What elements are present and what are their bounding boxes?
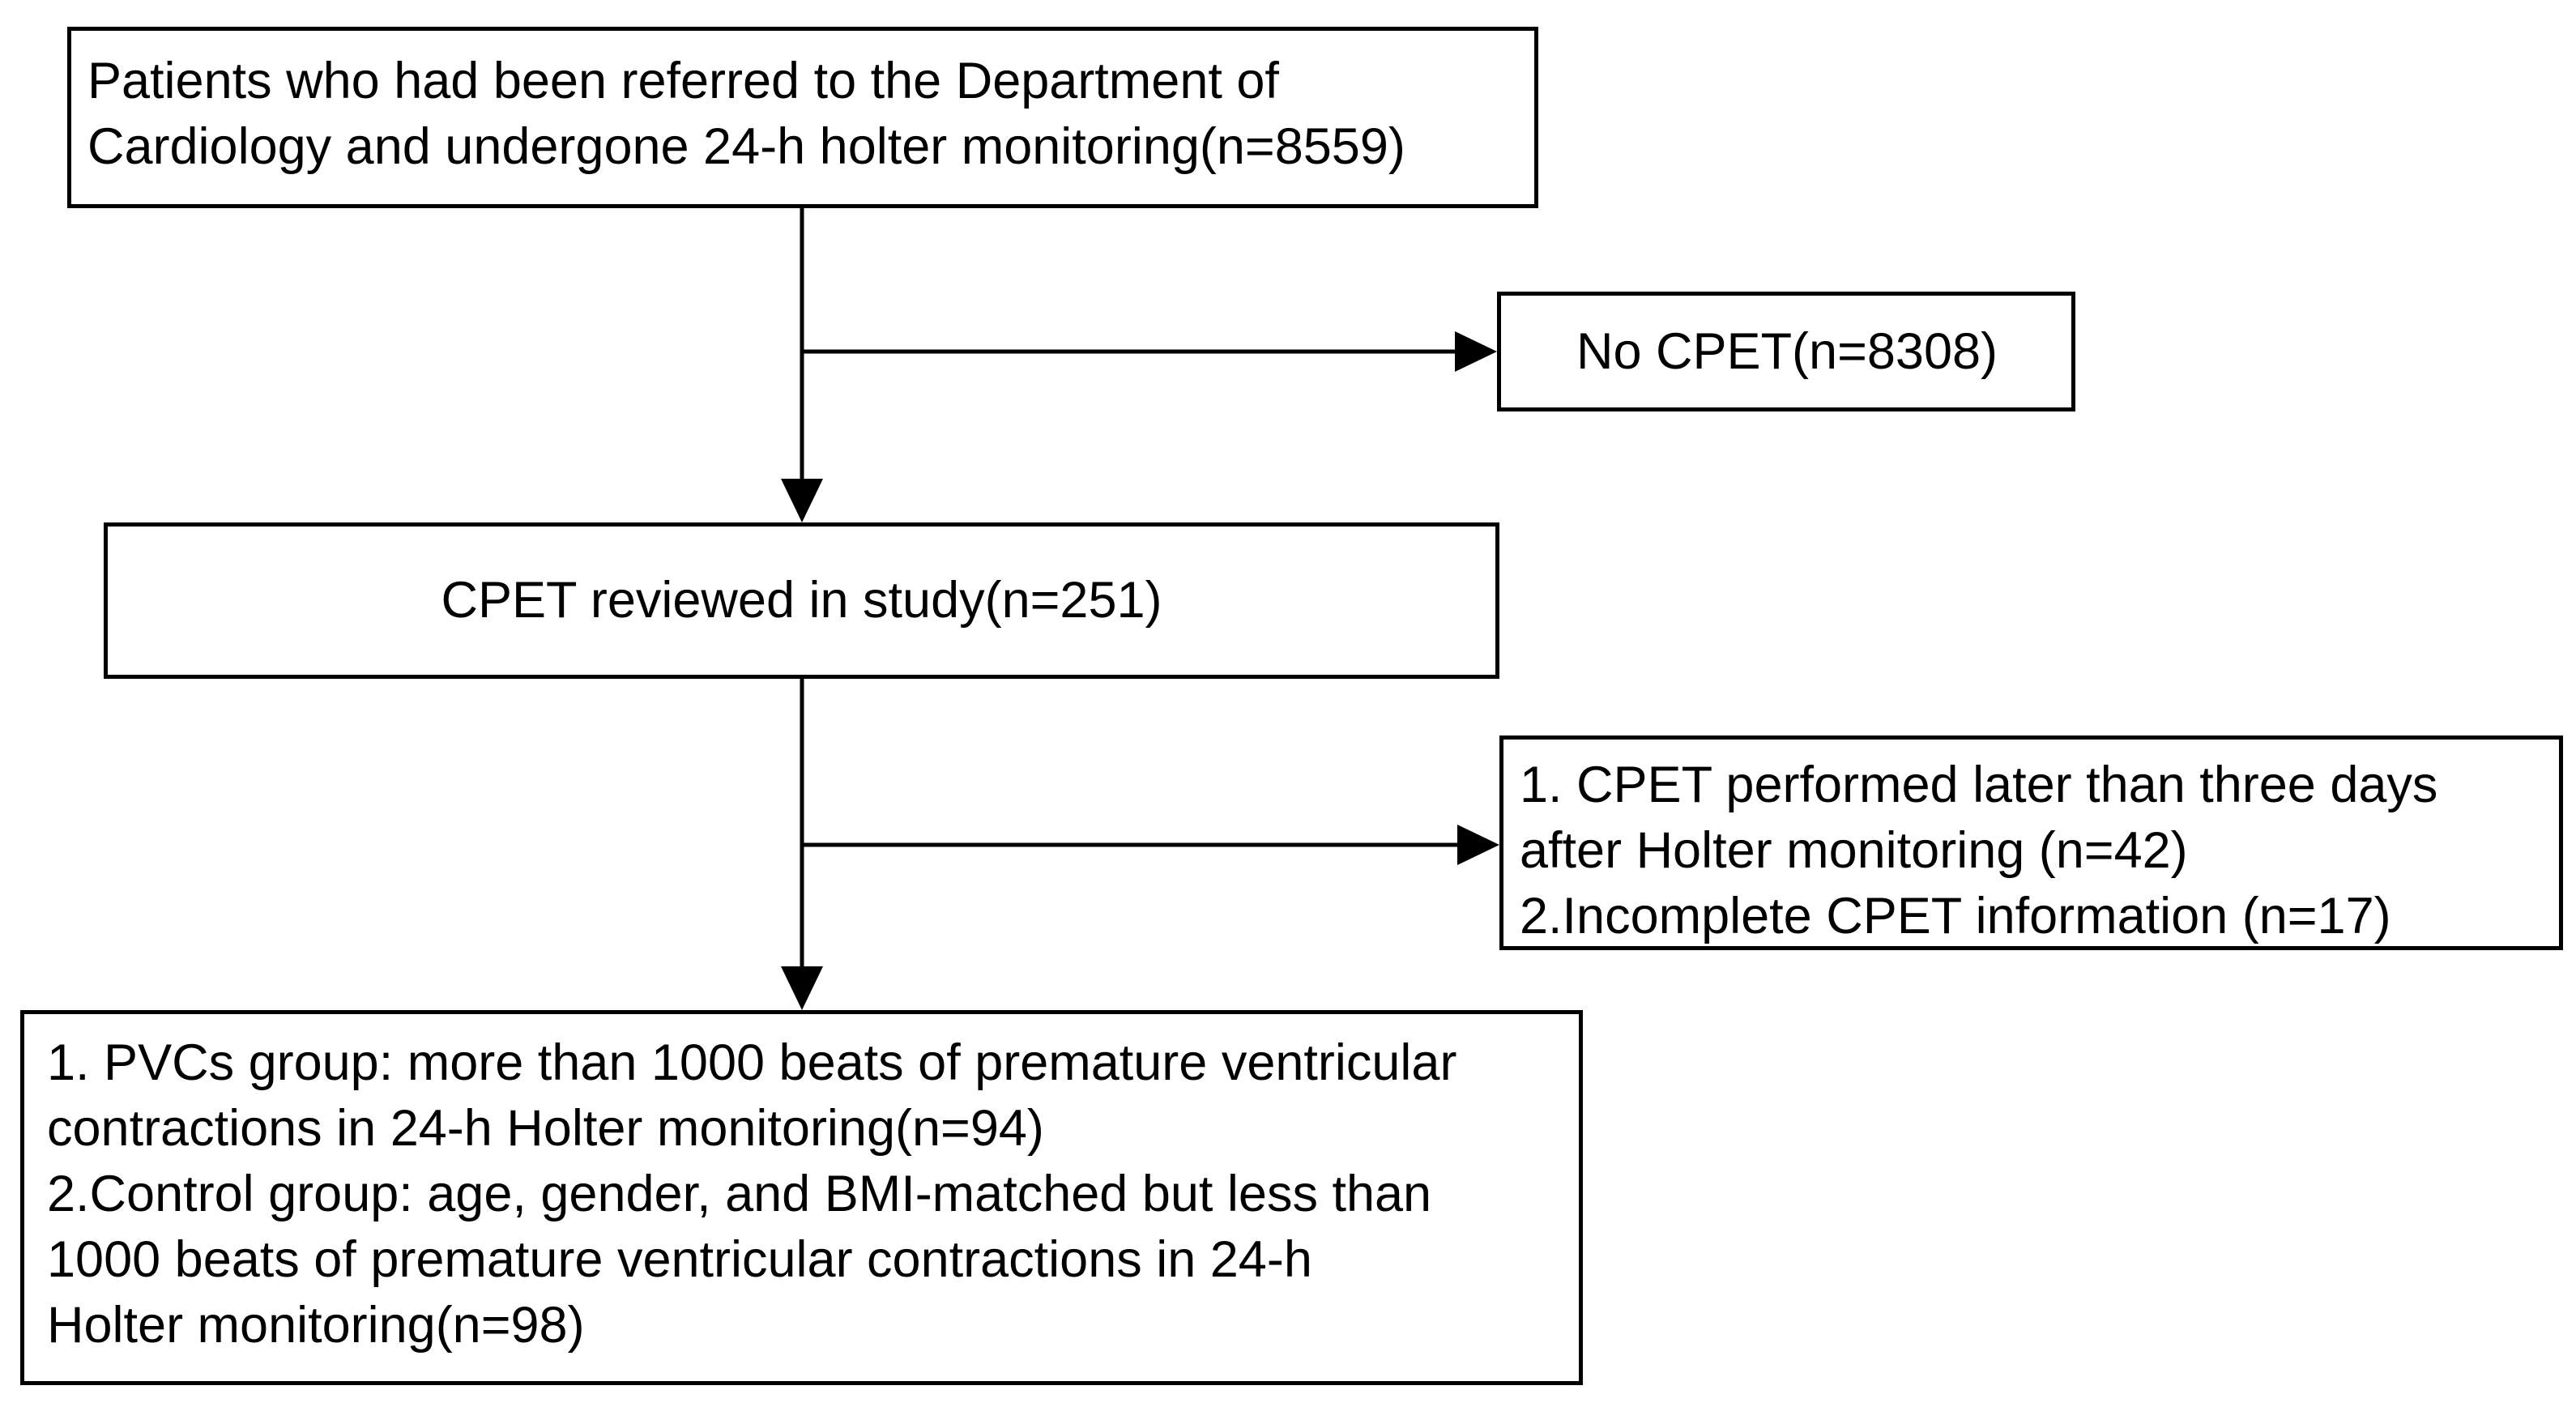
groups-line-1: 1. PVCs group: more than 1000 beats of p… xyxy=(47,1034,1457,1091)
exclusion-criteria-box: 1. CPET performed later than three days … xyxy=(1499,735,2563,950)
edge-patients-to-cpet-reviewed xyxy=(781,208,823,522)
no-cpet-label: No CPET(n=8308) xyxy=(1576,322,1998,380)
edge-cpet-reviewed-to-exclusions xyxy=(802,825,1499,865)
edge-cpet-reviewed-to-groups xyxy=(781,679,823,1010)
exclusion-line-1: 1. CPET performed later than three days xyxy=(1520,757,2438,813)
arrowhead-right-icon xyxy=(1457,825,1499,865)
groups-line-4: 1000 beats of premature ventricular cont… xyxy=(47,1231,1312,1288)
arrowhead-right-icon xyxy=(1455,331,1497,372)
edge-patients-to-no-cpet xyxy=(802,331,1497,372)
exclusion-line-2: after Holter monitoring (n=42) xyxy=(1520,822,2188,879)
cpet-reviewed-box: CPET reviewed in study(n=251) xyxy=(104,522,1499,679)
patients-referred-line-1: Patients who had been referred to the De… xyxy=(87,53,1279,109)
groups-line-2: contractions in 24-h Holter monitoring(n… xyxy=(47,1100,1044,1157)
exclusion-line-3: 2.Incomplete CPET information (n=17) xyxy=(1520,888,2391,944)
patients-referred-box: Patients who had been referred to the De… xyxy=(67,27,1538,208)
groups-line-5: Holter monitoring(n=98) xyxy=(47,1297,585,1354)
arrowhead-down-icon xyxy=(781,966,823,1010)
study-groups-box: 1. PVCs group: more than 1000 beats of p… xyxy=(20,1010,1583,1385)
arrowhead-down-icon xyxy=(781,479,823,522)
groups-line-3: 2.Control group: age, gender, and BMI-ma… xyxy=(47,1166,1432,1222)
cpet-reviewed-label: CPET reviewed in study(n=251) xyxy=(441,572,1162,629)
no-cpet-box: No CPET(n=8308) xyxy=(1497,292,2075,411)
patients-referred-line-2: Cardiology and undergone 24-h holter mon… xyxy=(87,118,1405,175)
